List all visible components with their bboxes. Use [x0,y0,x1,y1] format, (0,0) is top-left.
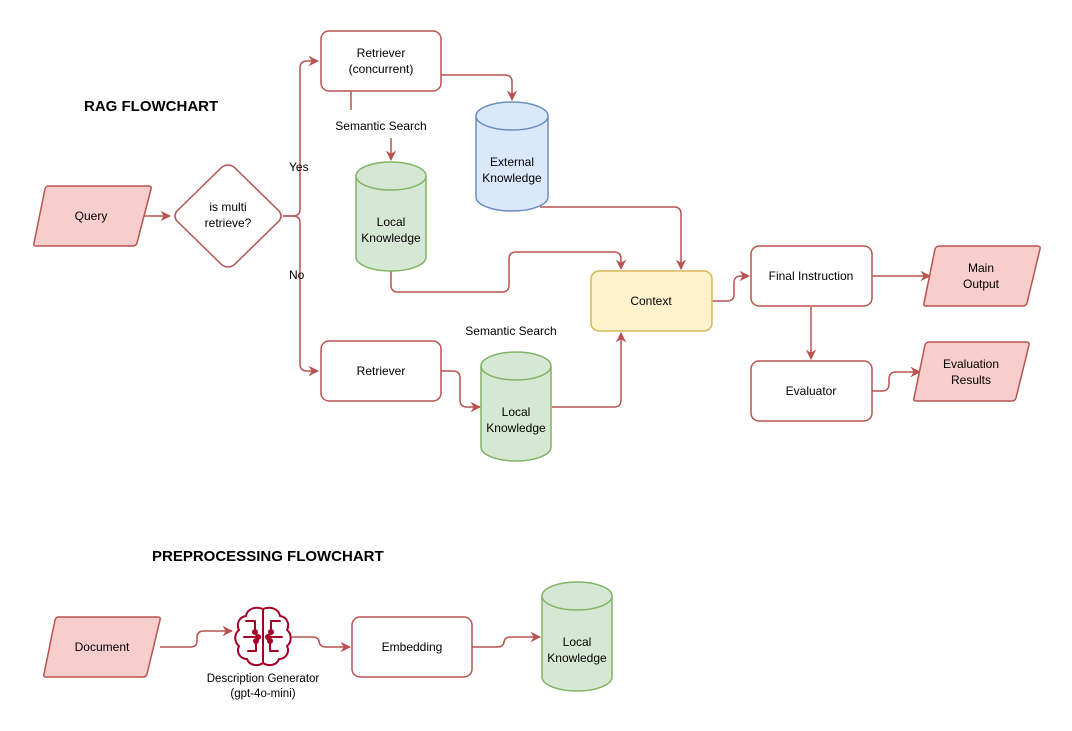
main-output-label-line2: Output [963,277,1000,291]
retriever-concurrent-node[interactable]: Retriever (concurrent) [320,30,442,92]
rag-flowchart-title: RAG FLOWCHART [84,98,218,115]
local-knowledge-preprocessing-label-line2: Knowledge [547,651,607,665]
semantic-search-label-bottom: Semantic Search [465,324,556,338]
edge-context-final [712,270,751,302]
local-knowledge-preprocessing-label-line1: Local [563,635,592,649]
evaluation-results-label-line2: Results [951,373,991,387]
edge-generator-embedding [292,636,352,653]
edge-embedding-local [472,631,542,648]
semantic-search-label-top: Semantic Search [335,119,426,133]
evaluation-results-label-line1: Evaluation [943,357,999,371]
local-knowledge-top-label-line1: Local [377,215,406,229]
local-knowledge-bottom-label-line2: Knowledge [486,421,546,435]
local-knowledge-bottom-node[interactable]: Local Knowledge [480,351,552,462]
context-label: Context [630,294,672,308]
edge-external-context [540,206,687,271]
external-knowledge-label-line1: External [490,155,534,169]
external-knowledge-label-line2: Knowledge [482,171,542,185]
evaluator-label: Evaluator [786,384,837,398]
decision-label-line2: retrieve? [205,216,252,230]
edge-local-top-context [390,251,627,293]
edge-decision-yes [283,55,320,217]
context-node[interactable]: Context [590,270,713,332]
yes-label: Yes [289,160,309,174]
description-generator-label-line2: (gpt-4o-mini) [230,688,295,700]
query-label: Query [75,209,108,223]
preprocessing-flowchart-title: PREPROCESSING FLOWCHART [152,548,384,565]
final-instruction-label: Final Instruction [769,269,854,283]
evaluator-node[interactable]: Evaluator [750,360,873,422]
retriever-concurrent-label-line1: Retriever [357,46,406,60]
local-knowledge-bottom-label-line1: Local [502,405,531,419]
local-knowledge-preprocessing-node[interactable]: Local Knowledge [541,581,613,692]
decision-node[interactable]: is multi retrieve? [174,164,282,268]
document-label: Document [75,640,130,654]
ai-brain-circuit-icon [234,606,292,667]
no-label: No [289,268,305,282]
edge-local-bottom-context [552,331,627,408]
retriever-node[interactable]: Retriever [320,340,442,402]
edge-evaluator-results [872,366,922,392]
edge-document-generator [160,625,234,648]
main-output-node[interactable]: Main Output [923,245,1041,307]
external-knowledge-node[interactable]: External Knowledge [475,101,549,212]
retriever-concurrent-label-line2: (concurrent) [349,62,414,76]
embedding-label: Embedding [382,640,443,654]
edge-retriever-external [441,74,518,102]
description-generator-label-line1: Description Generator [207,673,320,685]
local-knowledge-top-label-line2: Knowledge [361,231,421,245]
evaluation-results-node[interactable]: Evaluation Results [913,341,1030,402]
local-knowledge-top-node[interactable]: Local Knowledge [355,161,427,272]
edge-decision-no [283,215,320,377]
edge-retriever-local-bottom [441,370,482,413]
query-node[interactable]: Query [33,185,152,247]
retriever-label: Retriever [357,364,406,378]
main-output-label-line1: Main [968,261,994,275]
document-node[interactable]: Document [43,616,161,678]
decision-label-line1: is multi [209,200,246,214]
final-instruction-node[interactable]: Final Instruction [750,245,873,307]
embedding-node[interactable]: Embedding [351,616,473,678]
